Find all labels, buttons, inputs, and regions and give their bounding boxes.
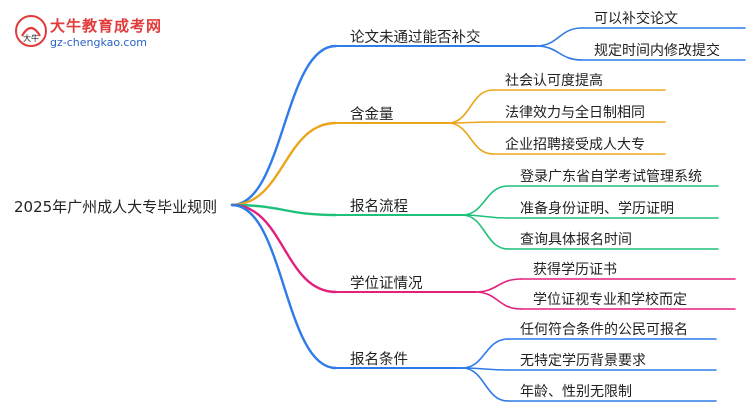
leaf-node-label: 任何符合条件的公民可报名 <box>520 322 688 338</box>
leaf-node-label: 查询具体报名时间 <box>520 232 632 248</box>
leaf-node-label: 规定时间内修改提交 <box>594 43 720 59</box>
branch-leaf-connector <box>535 27 583 47</box>
leaf-node-label: 无特定学历背景要求 <box>520 353 646 369</box>
branch-leaf-connector <box>535 45 583 61</box>
leaf-node-label: 法律效力与全日制相同 <box>505 105 645 121</box>
leaf-node-label: 社会认可度提高 <box>505 73 603 89</box>
branch-leaf-connector <box>461 185 509 216</box>
logo-badge-text: 大牛 <box>23 33 39 43</box>
leaf-node-label: 年龄、性别无限制 <box>520 384 632 400</box>
branch-node-label: 论文未通过能否补交 <box>350 30 481 46</box>
root-branch-connector <box>230 203 338 217</box>
root-branch-connector <box>230 44 338 207</box>
branch-node-label: 报名流程 <box>350 199 408 215</box>
leaf-node-label: 登录广东省自学考试管理系统 <box>520 169 702 185</box>
branch-leaf-connector <box>461 367 509 402</box>
branch-leaf-connector <box>447 122 494 155</box>
leaf-node-label: 学位证视专业和学校而定 <box>533 292 687 308</box>
logo-title: 大牛教育成考网 <box>50 17 163 35</box>
root-branch-connector <box>230 203 338 370</box>
site-logo[interactable]: 大牛 大牛教育成考网 gz-chengkao.com <box>8 8 176 52</box>
ox-logo-icon: 大牛 <box>15 15 47 47</box>
leaf-node-label: 企业招聘接受成人大专 <box>505 137 645 153</box>
leaf-node-label: 获得学历证书 <box>533 262 617 278</box>
root-branch-connector <box>230 121 338 207</box>
branch-node-label: 报名条件 <box>350 352 408 368</box>
root-node-label: 2025年广州成人大专毕业规则 <box>14 198 218 216</box>
branch-leaf-connector <box>447 89 494 124</box>
branch-leaf-connector <box>461 214 509 250</box>
branch-node-label: 学位证情况 <box>350 276 423 292</box>
leaf-node-label: 准备身份证明、学历证明 <box>520 201 674 217</box>
branch-leaf-connector <box>474 278 522 293</box>
branch-leaf-connector <box>461 338 509 369</box>
leaf-node-label: 可以补交论文 <box>594 11 678 27</box>
branch-leaf-connector <box>474 291 522 310</box>
branch-node-label: 含金量 <box>350 107 394 123</box>
root-branch-connector <box>230 203 338 294</box>
logo-url[interactable]: gz-chengkao.com <box>50 36 147 49</box>
